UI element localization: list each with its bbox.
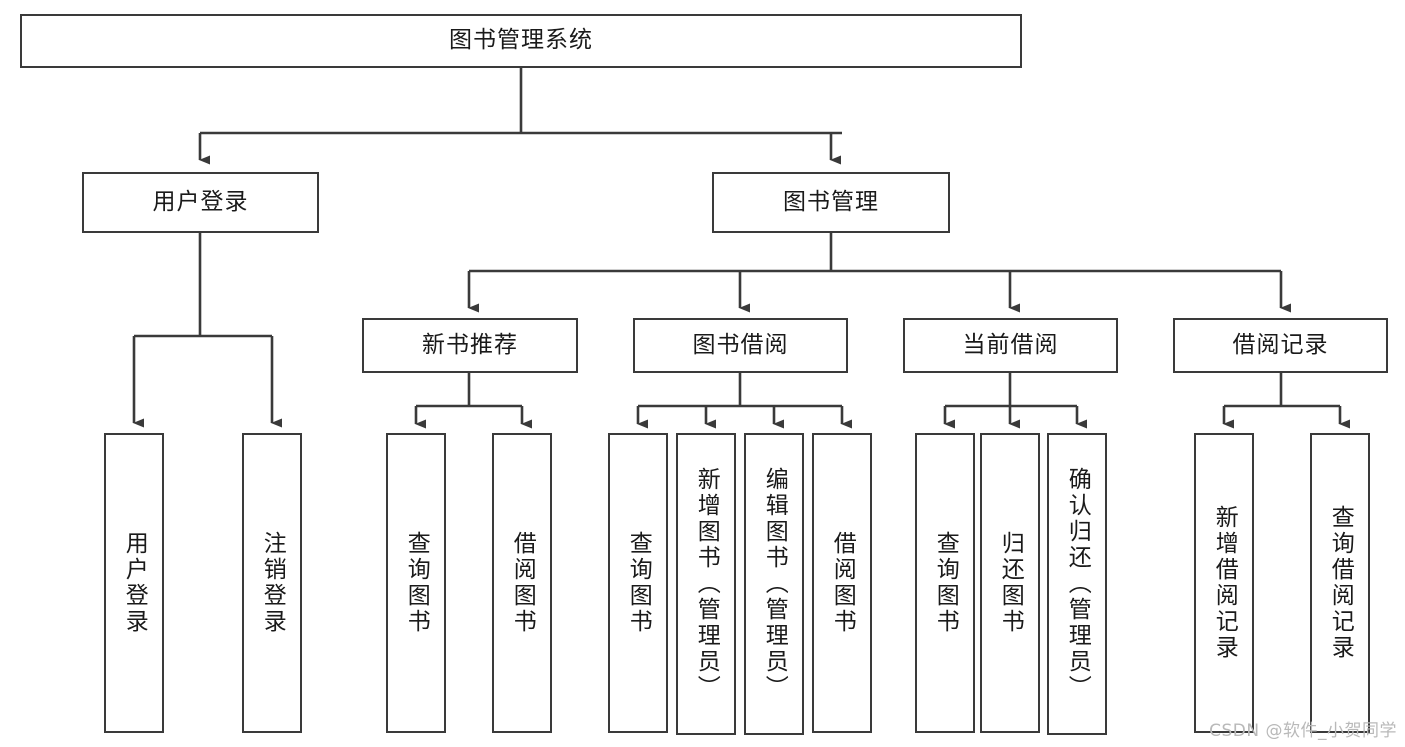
node-label: 图书借阅: [692, 331, 789, 358]
node-leaf-return-book[interactable]: 归还图书: [980, 433, 1040, 733]
node-label: 当前借阅: [962, 331, 1059, 358]
node-label: 确认归还（管理员）: [1064, 467, 1091, 701]
node-borrow-record[interactable]: 借阅记录: [1173, 318, 1388, 373]
node-label: 借阅图书: [509, 531, 536, 635]
node-label: 新增图书（管理员）: [693, 467, 720, 701]
node-leaf-add-book-admin[interactable]: 新增图书（管理员）: [676, 433, 736, 735]
node-leaf-query-borrow-record[interactable]: 查询借阅记录: [1310, 433, 1370, 733]
node-leaf-logout[interactable]: 注销登录: [242, 433, 302, 733]
node-label: 用户登录: [121, 531, 148, 635]
node-label: 图书管理: [783, 188, 879, 215]
node-book-management[interactable]: 图书管理: [712, 172, 950, 233]
node-label: 查询图书: [932, 531, 959, 635]
node-label: 借阅记录: [1232, 331, 1329, 358]
node-label: 归还图书: [997, 531, 1024, 635]
node-leaf-query-book-borrow[interactable]: 查询图书: [608, 433, 668, 733]
node-leaf-borrow-book[interactable]: 借阅图书: [812, 433, 872, 733]
node-leaf-borrow-book-recommend[interactable]: 借阅图书: [492, 433, 552, 733]
node-leaf-edit-book-admin[interactable]: 编辑图书（管理员）: [744, 433, 804, 735]
node-label: 编辑图书（管理员）: [761, 467, 788, 701]
node-user-login[interactable]: 用户登录: [82, 172, 319, 233]
node-leaf-query-book-current[interactable]: 查询图书: [915, 433, 975, 733]
node-label: 新增借阅记录: [1211, 505, 1238, 661]
node-label: 查询图书: [403, 531, 430, 635]
node-leaf-add-borrow-record[interactable]: 新增借阅记录: [1194, 433, 1254, 733]
node-current-borrow[interactable]: 当前借阅: [903, 318, 1118, 373]
node-label: 借阅图书: [829, 531, 856, 635]
node-label: 新书推荐: [422, 331, 518, 358]
node-label: 查询图书: [625, 531, 652, 635]
node-label: 注销登录: [259, 531, 286, 635]
node-label: 用户登录: [152, 188, 249, 215]
node-label: 图书管理系统: [449, 27, 593, 54]
node-leaf-query-book-recommend[interactable]: 查询图书: [386, 433, 446, 733]
node-book-borrow[interactable]: 图书借阅: [633, 318, 848, 373]
node-leaf-confirm-return-admin[interactable]: 确认归还（管理员）: [1047, 433, 1107, 735]
node-root-library-management-system[interactable]: 图书管理系统: [20, 14, 1022, 68]
node-new-book-recommend[interactable]: 新书推荐: [362, 318, 578, 373]
node-leaf-user-login[interactable]: 用户登录: [104, 433, 164, 733]
node-label: 查询借阅记录: [1327, 505, 1354, 661]
